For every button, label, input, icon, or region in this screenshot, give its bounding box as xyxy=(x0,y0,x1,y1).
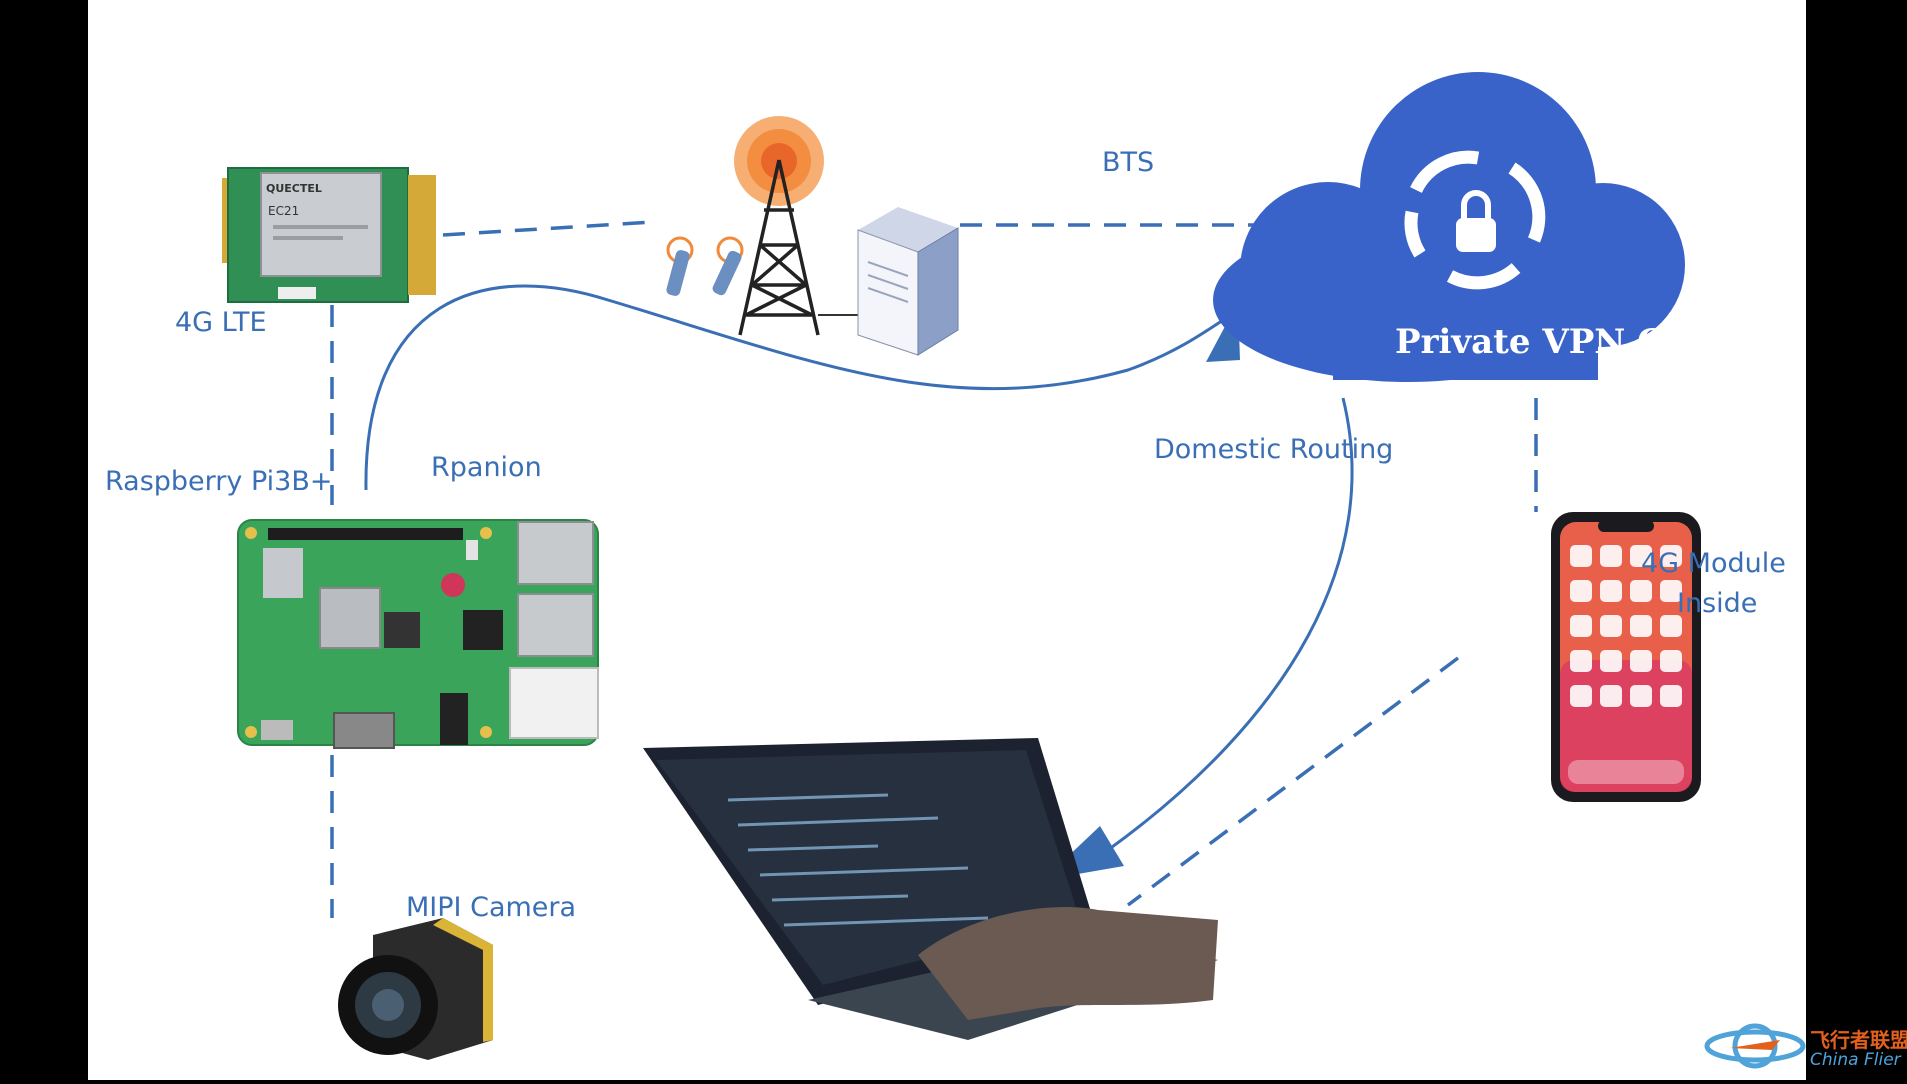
label-bts: BTS xyxy=(1102,147,1155,178)
label-rpanion: Rpanion xyxy=(431,452,542,483)
smartphone-icon xyxy=(1551,512,1701,802)
watermark-english: China Flier xyxy=(1810,1050,1901,1070)
refresh-arrows-icon xyxy=(1404,150,1546,290)
label-domestic-routing: Domestic Routing xyxy=(1154,434,1394,465)
vpn-cloud-icon xyxy=(1213,72,1685,382)
link-phone-laptop xyxy=(1126,656,1460,907)
dashed-links xyxy=(330,220,1538,918)
modem-brand: QUECTEL xyxy=(266,182,322,195)
label-4g-module: 4G Module xyxy=(1641,548,1786,579)
server-icon xyxy=(857,207,959,356)
label-mipi-camera: MIPI Camera xyxy=(406,892,577,923)
laptop-icon xyxy=(643,738,1218,1040)
modem-model: EC21 xyxy=(268,204,299,218)
raspberry-pi-icon xyxy=(237,519,599,749)
label-4g-lte: 4G LTE xyxy=(175,307,267,338)
hands-icon xyxy=(918,907,1218,1020)
label-raspberry-pi: Raspberry Pi3B+ xyxy=(105,466,333,497)
cell-tower-icon xyxy=(666,116,868,336)
watermark: 飞行者联盟 China Flier xyxy=(1700,1010,1907,1080)
label-module-inside: Inside xyxy=(1677,588,1758,619)
watermark-logo-icon xyxy=(1704,1023,1806,1069)
arrow-rpi-to-cloud xyxy=(364,284,1239,491)
diagram-slide: QUECTEL EC21 xyxy=(88,0,1806,1080)
cloud-title: Private VPN Cloud xyxy=(1395,322,1749,362)
lock-icon xyxy=(1456,190,1496,252)
watermark-chinese: 飞行者联盟 xyxy=(1810,1028,1907,1052)
camera-icon xyxy=(338,918,493,1060)
lte-modem-icon: QUECTEL EC21 xyxy=(222,167,436,303)
arrow-cloud-to-laptop xyxy=(1107,397,1354,852)
